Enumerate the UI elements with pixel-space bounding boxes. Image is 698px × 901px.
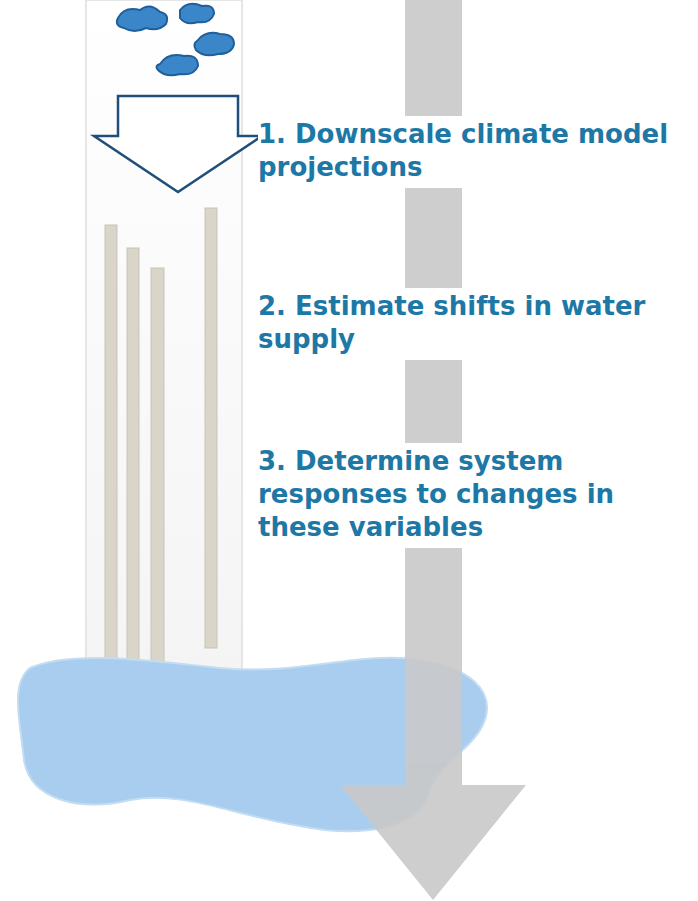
step-label: 1. Downscale climate model projections bbox=[258, 116, 690, 188]
step-label: 2. Estimate shifts in water supply bbox=[258, 288, 690, 360]
data-bars bbox=[105, 208, 217, 690]
downscale-arrow bbox=[94, 96, 262, 192]
cloud-icons bbox=[117, 4, 234, 76]
step-label: 3. Determine system responses to changes… bbox=[258, 443, 690, 548]
